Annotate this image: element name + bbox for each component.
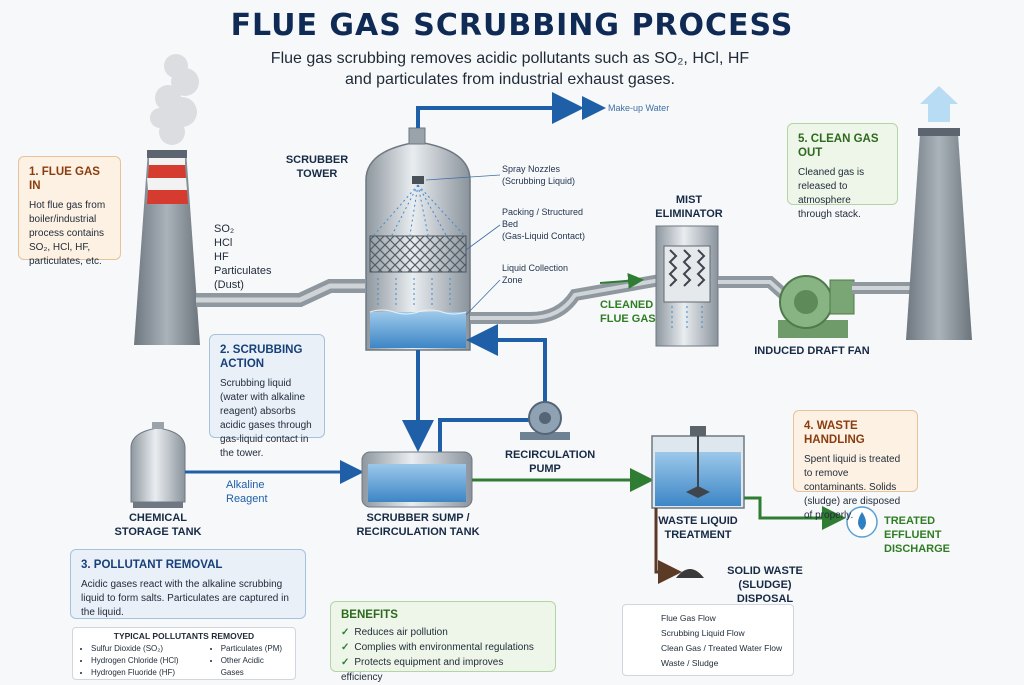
spray-nozzles-label: Spray Nozzles (Scrubbing Liquid) xyxy=(502,163,575,187)
chemical-storage-label: CHEMICAL STORAGE TANK xyxy=(114,512,202,538)
benefits-card: BENEFITS ✓ Reduces air pollution ✓ Complie… xyxy=(330,601,556,683)
waste-treatment-tank xyxy=(651,426,745,509)
recirculation-pipe xyxy=(438,418,545,460)
induced-draft-fan xyxy=(778,275,855,338)
gas-so2: SO₂ xyxy=(214,223,235,235)
benefit-item: ✓Protects equipment and improves efficie… xyxy=(341,655,545,685)
legend-item-waste: Waste / Sludge xyxy=(661,657,719,668)
benefit-item: ✓ Complies with environmental regulations xyxy=(341,640,545,655)
packing-label: Packing / Structured Bed (Gas-Liquid Con… xyxy=(502,206,592,242)
pollutant-item: Particulates (PM) xyxy=(221,643,289,655)
legend-item-clean-gas: Clean Gas / Treated Water Flow xyxy=(661,642,783,653)
step-2-card: 2. SCRUBBING ACTION Scrubbing liquid (wa… xyxy=(209,334,325,459)
legend-item-flue-gas: Flue Gas Flow xyxy=(661,612,716,623)
step-5-title: 5. CLEAN GAS OUT xyxy=(798,133,879,159)
page-title: FLUE GAS SCRUBBING PROCESS xyxy=(230,8,794,43)
sludge-pile-icon xyxy=(676,569,704,578)
solid-waste-label: SOLID WASTE (SLUDGE) DISPOSAL xyxy=(727,565,803,605)
makeup-water-pipe xyxy=(416,92,584,128)
subtitle-line-2: and particulates from industrial exhaust… xyxy=(345,71,675,88)
inlet-chimney xyxy=(134,150,200,345)
induced-draft-fan-label: INDUCED DRAFT FAN xyxy=(754,345,870,357)
page-subtitle: Flue gas scrubbing removes acidic pollut… xyxy=(230,48,790,90)
sludge-pipe xyxy=(654,508,682,584)
pollutant-item: Hydrogen Chloride (HCl) xyxy=(91,655,209,667)
gas-particulates: Particulates xyxy=(214,265,272,277)
outlet-stack xyxy=(906,86,972,340)
spray-pattern xyxy=(373,184,465,308)
cleaned-flue-gas-label: CLEANED FLUE GAS xyxy=(600,299,656,325)
inlet-gases-list: SO₂ HCl HF Particulates (Dust) xyxy=(214,222,271,292)
sump-label: SCRUBBER SUMP / RECIRCULATION TANK xyxy=(356,512,480,538)
pollutants-col-2: Particulates (PM) Other Acidic Gases xyxy=(209,643,289,679)
makeup-water-label: Make-up Water xyxy=(608,103,670,113)
step-3-card: 3. POLLUTANT REMOVAL Acidic gases react … xyxy=(70,549,306,619)
legend-item-scrubbing-liquid: Scrubbing Liquid Flow xyxy=(661,627,745,638)
packing-text: Packing / Structured Bed xyxy=(502,207,584,229)
step-1-title: 1. FLUE GAS IN xyxy=(29,166,100,192)
benefit-text: Protects equipment and improves efficien… xyxy=(341,657,504,683)
waste-treatment-label: Waste Liquid Treatment xyxy=(658,515,738,541)
step-2-text: Scrubbing liquid (water with alkaline re… xyxy=(220,378,312,459)
step-1-text: Hot flue gas from boiler/industrial proc… xyxy=(29,200,106,267)
scrubber-tower xyxy=(365,127,471,351)
legend: Flue Gas Flow Scrubbing Liquid Flow Clea… xyxy=(622,604,794,676)
water-drop-icon xyxy=(846,506,878,538)
step-4-title: 4. WASTE HANDLING xyxy=(804,420,865,446)
benefits-title: BENEFITS xyxy=(341,609,398,621)
treated-effluent-pipe xyxy=(744,496,846,530)
pollutant-item: Hydrogen Fluoride (HF) xyxy=(91,667,209,679)
benefit-text: Complies with environmental regulations xyxy=(354,642,534,653)
benefit-text: Reduces air pollution xyxy=(354,627,448,638)
pollutants-card: TYPICAL POLLUTANTS REMOVED Sulfur Dioxid… xyxy=(72,627,296,680)
liquid-zone-label: Liquid Collection Zone xyxy=(502,263,569,285)
smoke-cloud xyxy=(150,54,199,145)
spray-nozzle-icon xyxy=(412,176,424,184)
chemical-storage-tank xyxy=(130,422,186,508)
scrubber-sump-tank xyxy=(361,451,473,508)
recirculation-pump xyxy=(520,401,570,440)
mist-eliminator xyxy=(655,225,719,347)
spray-nozzles-sub: (Scrubbing Liquid) xyxy=(502,176,576,186)
benefit-item: ✓ Reduces air pollution xyxy=(341,625,545,640)
step-4-text: Spent liquid is treated to remove contam… xyxy=(804,454,901,521)
step-4-card: 4. WASTE HANDLING Spent liquid is treate… xyxy=(793,410,918,521)
gas-hcl: HCl xyxy=(214,237,233,249)
scrubber-tower-label: SCRUBBER TOWER xyxy=(285,154,349,180)
spray-nozzles-text: Spray Nozzles xyxy=(502,164,561,174)
step-3-title: 3. POLLUTANT REMOVAL xyxy=(81,559,223,571)
alkaline-reagent-label: Alkaline Reagent xyxy=(226,479,268,505)
pollutants-title: TYPICAL POLLUTANTS REMOVED xyxy=(113,631,255,641)
step-3-text: Acidic gases react with the alkaline scr… xyxy=(81,579,289,618)
check-icon: ✓ xyxy=(341,642,350,653)
recirculation-pump-label: RECIRCULATION PUMP xyxy=(505,449,596,475)
pollutant-item: Other Acidic Gases xyxy=(221,655,289,679)
pollutants-col-1: Sulfur Dioxide (SO₂) Hydrogen Chloride (… xyxy=(79,643,209,679)
step-5-text: Cleaned gas is released to atmosphere th… xyxy=(798,167,865,220)
pollutant-item: Sulfur Dioxide (SO₂) xyxy=(91,643,209,655)
subtitle-line-1: Flue gas scrubbing removes acidic pollut… xyxy=(270,50,750,67)
step-5-card: 5. CLEAN GAS OUT Cleaned gas is released… xyxy=(787,123,898,220)
step-1-card: 1. FLUE GAS IN Hot flue gas from boiler/… xyxy=(18,156,121,267)
check-icon: ✓ xyxy=(341,657,350,668)
step-2-title: 2. SCRUBBING ACTION xyxy=(220,344,303,370)
check-icon: ✓ xyxy=(341,627,350,638)
packing-sub: (Gas-Liquid Contact) xyxy=(502,231,586,241)
treated-effluent-label: TREATED EFFLUENT DISCHARGE xyxy=(884,515,951,555)
gas-hf: HF xyxy=(214,251,229,263)
gas-dust: (Dust) xyxy=(214,279,244,291)
mist-eliminator-label: MIST ELIMINATOR xyxy=(655,194,723,220)
